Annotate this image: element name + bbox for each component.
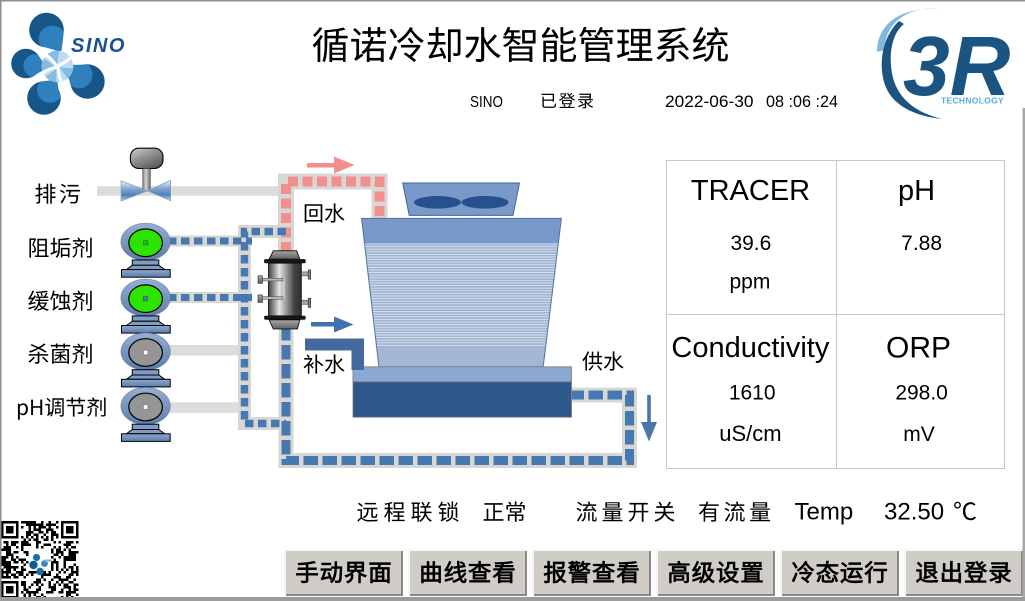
svg-text:mV: mV [903, 423, 935, 446]
svg-text:3R: 3R [903, 19, 1011, 113]
svg-text:SINO: SINO [71, 35, 126, 57]
svg-text:uS/cm: uS/cm [719, 421, 781, 446]
svg-text:32.50: 32.50 [884, 499, 944, 526]
svg-text:Temp: Temp [795, 499, 854, 526]
svg-text:ppm: ppm [729, 271, 770, 294]
svg-text:39.6: 39.6 [730, 232, 771, 255]
svg-text:SINO: SINO [470, 94, 503, 111]
svg-text:Conductivity: Conductivity [671, 332, 829, 364]
svg-text:1610: 1610 [729, 381, 776, 404]
svg-text:TRACER: TRACER [691, 175, 810, 207]
svg-text:TECHNOLOGY: TECHNOLOGY [941, 96, 1004, 106]
svg-text:7.88: 7.88 [901, 232, 942, 255]
svg-text:298.0: 298.0 [895, 381, 948, 404]
svg-text:2022-06-30: 2022-06-30 [665, 92, 754, 111]
svg-text:pH: pH [898, 175, 935, 207]
svg-text:08 :06 :24: 08 :06 :24 [766, 92, 838, 111]
svg-text:ORP: ORP [886, 332, 951, 365]
